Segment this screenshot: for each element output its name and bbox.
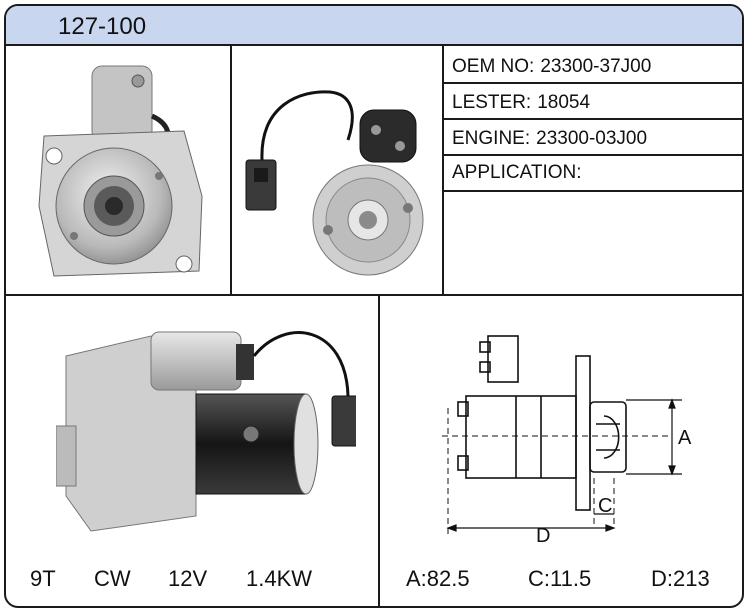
spec-application-label: APPLICATION: — [452, 162, 582, 183]
spec-sheet: 127-100 OEM NO:23300-37J00 LESTER:18054 … — [4, 4, 744, 608]
label-d: D — [536, 525, 550, 547]
spec-engine-label: ENGINE: — [452, 128, 531, 149]
spec-lester: LESTER:18054 — [452, 92, 590, 114]
starter-front-photo — [38, 65, 203, 277]
dimension-a: A:82.5 — [406, 566, 470, 591]
starter-side-photo — [56, 331, 356, 532]
dimension-drawing: A C D — [442, 335, 692, 547]
part-number: 127-100 — [58, 13, 147, 40]
top-divider-right — [442, 46, 444, 294]
feature-voltage: 12V — [168, 566, 208, 591]
spec-engine-value: 23300-03J00 — [536, 128, 648, 149]
label-a: A — [678, 427, 692, 449]
dimension-d: D:213 — [651, 566, 710, 591]
spec-row-line-2 — [442, 118, 742, 120]
spec-oem-value: 23300-37J00 — [540, 56, 652, 77]
spec-row-line-4 — [442, 190, 742, 192]
motor-body — [465, 395, 577, 479]
solenoid-top — [487, 335, 519, 383]
spec-row-line-3 — [442, 154, 742, 156]
label-c: C — [598, 495, 612, 517]
spec-engine: ENGINE:23300-03J00 — [452, 128, 647, 150]
top-divider-left — [230, 46, 232, 294]
spec-oem-label: OEM NO: — [452, 56, 535, 77]
spec-application: APPLICATION: — [452, 162, 588, 184]
feature-teeth: 9T — [30, 566, 56, 591]
starter-rear-photo — [245, 90, 424, 276]
bottom-divider — [378, 296, 380, 606]
spec-row-line-1 — [442, 82, 742, 84]
spec-lester-value: 18054 — [537, 92, 591, 113]
mid-divider — [6, 294, 742, 296]
mounting-flange — [575, 355, 591, 511]
header-bar: 127-100 — [6, 6, 742, 46]
spec-lester-label: LESTER: — [452, 92, 532, 113]
feature-power: 1.4KW — [246, 566, 313, 591]
spec-oem: OEM NO:23300-37J00 — [452, 56, 651, 78]
feature-rotation: CW — [94, 566, 131, 591]
dimension-c: C:11.5 — [528, 566, 592, 591]
